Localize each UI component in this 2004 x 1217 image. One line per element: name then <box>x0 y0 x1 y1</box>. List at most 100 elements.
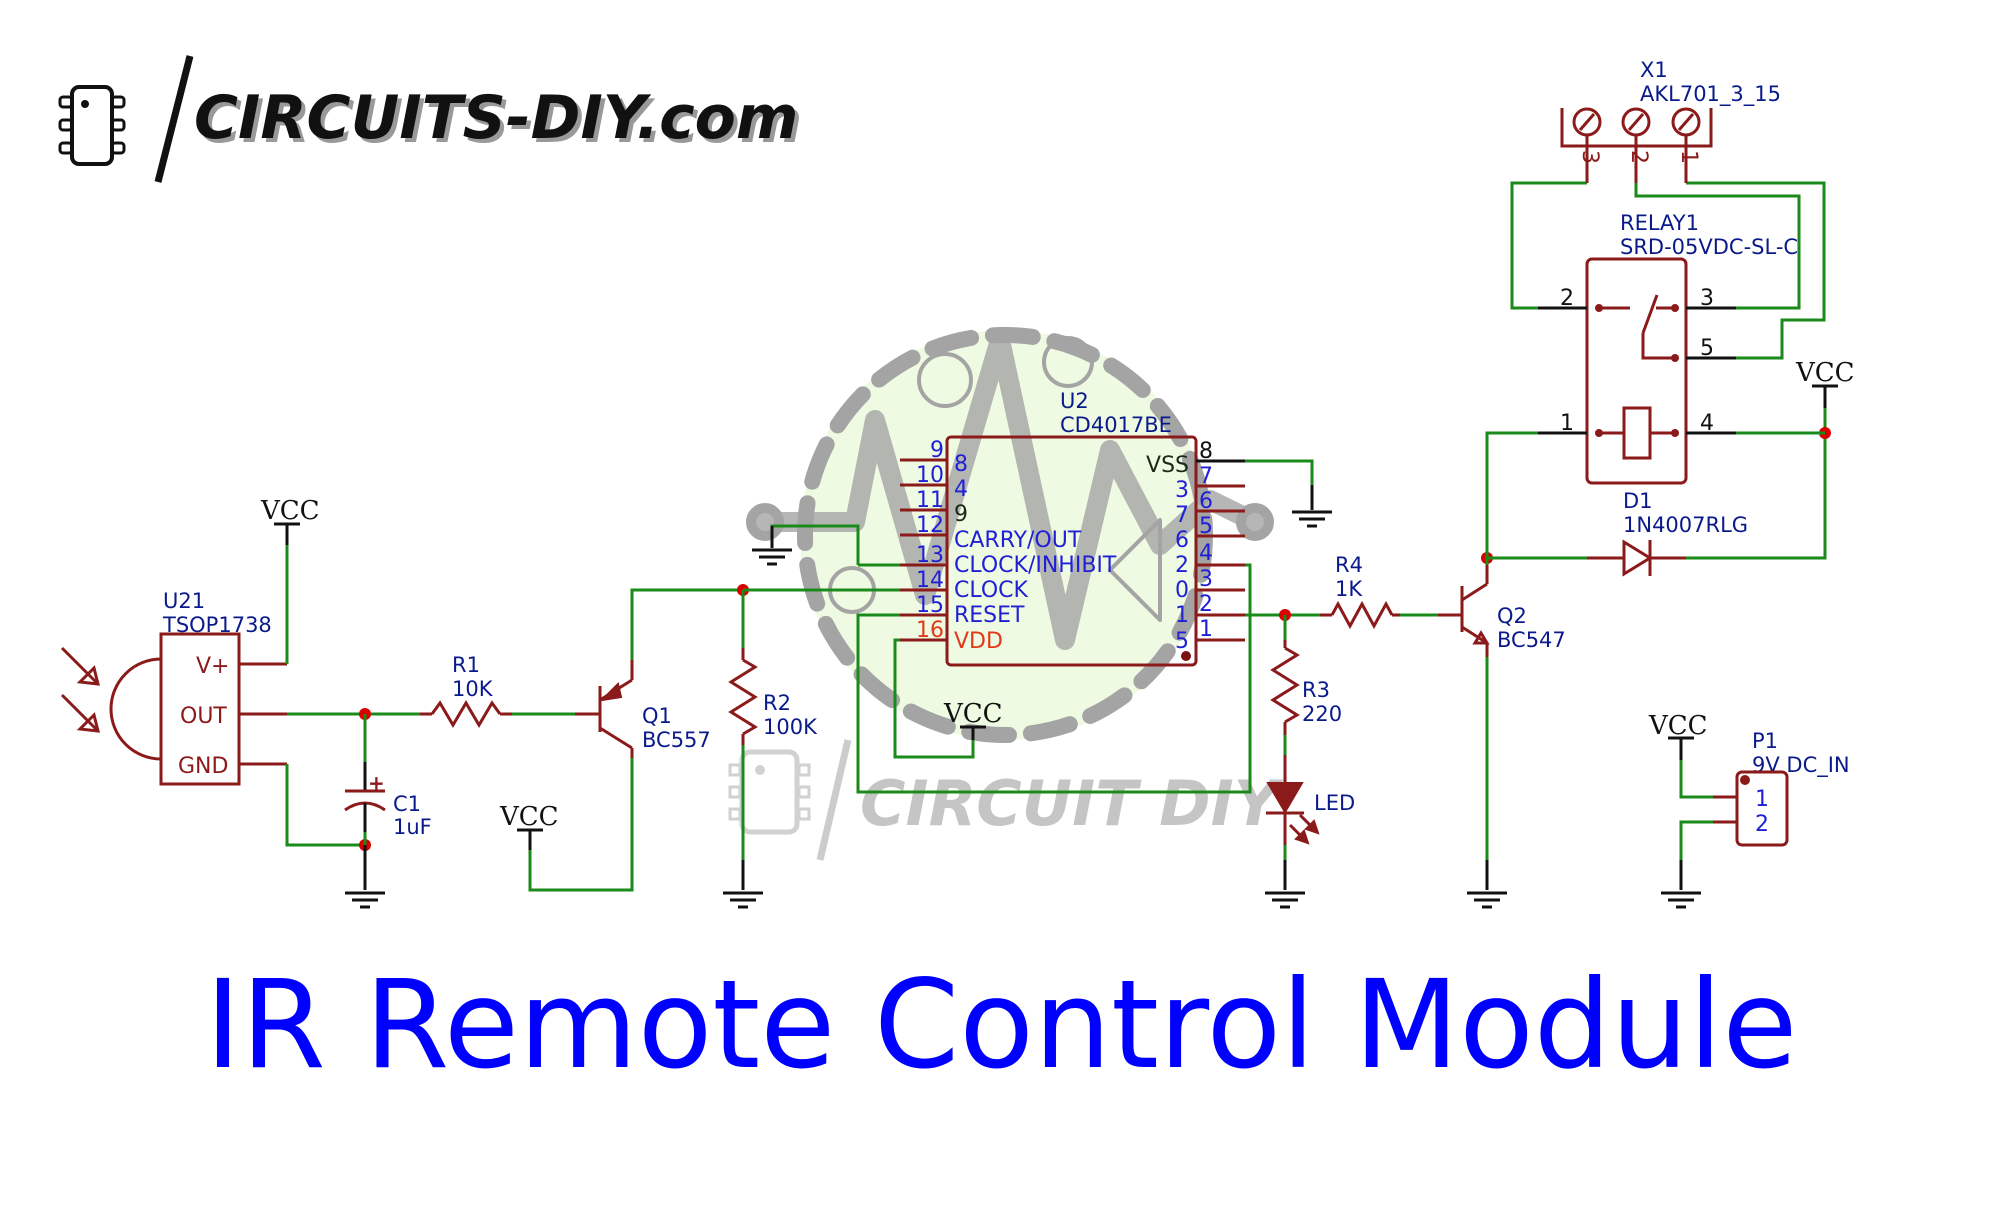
svg-text:1: 1 <box>1755 787 1769 812</box>
svg-text:VCC: VCC <box>1648 711 1708 741</box>
svg-text:P1: P1 <box>1752 729 1778 753</box>
u2-right-pins: 8 7 6 5 4 3 2 1 VSS 3 7 6 2 0 1 5 <box>1146 439 1245 654</box>
logo: CIRCUITS-DIY.com CIRCUITS-DIY.com <box>58 55 802 183</box>
ic-chip-icon <box>58 85 126 166</box>
r4-resistor: R4 1K <box>1320 553 1400 630</box>
svg-text:BC547: BC547 <box>1497 628 1566 652</box>
ground-icon <box>1661 891 1701 909</box>
ir-dome-icon <box>109 657 162 761</box>
relay-coil-icon <box>1595 406 1679 460</box>
svg-text:1: 1 <box>1199 617 1213 642</box>
x1-value: AKL701_3_15 <box>1640 82 1781 107</box>
svg-text:CLOCK/INHIBIT: CLOCK/INHIBIT <box>954 553 1117 578</box>
svg-text:1: 1 <box>1175 603 1189 628</box>
svg-text:15: 15 <box>916 593 944 618</box>
svg-text:10K: 10K <box>452 677 494 701</box>
svg-text:16: 16 <box>916 618 944 643</box>
svg-text:VSS: VSS <box>1146 453 1189 478</box>
x1-ref: X1 <box>1640 58 1668 82</box>
svg-text:1: 1 <box>1676 150 1701 164</box>
svg-text:9: 9 <box>930 438 944 463</box>
svg-text:2: 2 <box>1626 150 1651 164</box>
vcc-symbol: VCC <box>943 699 1003 740</box>
screw-terminal-icon <box>1572 107 1701 137</box>
svg-text:100K: 100K <box>763 715 818 739</box>
svg-text:VCC: VCC <box>499 802 559 832</box>
svg-text:8: 8 <box>1199 439 1213 464</box>
svg-text:9V DC_IN: 9V DC_IN <box>1752 753 1850 778</box>
svg-text:12: 12 <box>916 513 944 538</box>
svg-text:1uF: 1uF <box>393 815 432 839</box>
svg-text:RESET: RESET <box>954 603 1025 628</box>
ground-icon <box>752 548 792 566</box>
r3-resistor: R3 220 <box>1270 615 1342 735</box>
svg-text:1K: 1K <box>1335 577 1363 601</box>
vcc-symbol: VCC <box>499 802 559 850</box>
svg-text:2: 2 <box>1755 812 1769 837</box>
svg-text:4: 4 <box>1700 411 1714 436</box>
svg-text:CLOCK: CLOCK <box>954 578 1029 603</box>
u21-pin-vplus: V+ <box>196 654 229 679</box>
ir-light-arrows-icon <box>60 646 100 733</box>
svg-text:2: 2 <box>1560 286 1574 311</box>
svg-text:CARRY/OUT: CARRY/OUT <box>954 528 1082 553</box>
svg-text:3: 3 <box>1700 286 1714 311</box>
u2-decade-counter: U2 CD4017BE 9 10 11 12 13 14 15 16 8 4 9… <box>900 389 1245 667</box>
svg-text:4: 4 <box>1199 541 1213 566</box>
page-title: IR Remote Control Module <box>205 954 1797 1096</box>
svg-text:R1: R1 <box>452 653 480 677</box>
svg-text:2: 2 <box>1199 592 1213 617</box>
svg-text:VCC: VCC <box>943 699 1003 729</box>
u2-left-pins: 9 10 11 12 13 14 15 16 8 4 9 CARRY/OUT C… <box>900 438 1117 654</box>
c1-capacitor: + C1 1uF <box>344 714 432 845</box>
svg-text:VCC: VCC <box>260 496 320 526</box>
svg-text:LED: LED <box>1314 791 1355 815</box>
svg-text:4: 4 <box>954 477 968 502</box>
relay-switch-icon <box>1595 294 1679 362</box>
svg-text:+: + <box>368 771 385 795</box>
lamp-icon <box>1042 336 1094 388</box>
led-diode: LED <box>1266 755 1355 845</box>
vcc-symbol: VCC <box>1648 711 1708 760</box>
watermark-text: CIRCUIT DIY <box>860 767 1285 840</box>
light-emission-icon <box>1288 813 1320 845</box>
svg-text:5: 5 <box>1700 336 1714 361</box>
svg-text:D1: D1 <box>1623 489 1653 513</box>
u21-pin-gnd: GND <box>178 754 228 779</box>
svg-text:3: 3 <box>1175 478 1189 503</box>
svg-text:3: 3 <box>1577 150 1602 164</box>
svg-text:5: 5 <box>1199 514 1213 539</box>
u21-ref: U21 <box>163 589 205 613</box>
logo-text-shadow: CIRCUITS-DIY.com <box>198 87 802 157</box>
q2-transistor-npn: Q2 BC547 <box>1438 565 1566 657</box>
relay-ref: RELAY1 <box>1620 211 1699 235</box>
svg-text:R2: R2 <box>763 691 791 715</box>
svg-text:1N4007RLG: 1N4007RLG <box>1623 513 1748 537</box>
relay-value: SRD-05VDC-SL-C <box>1620 235 1798 259</box>
svg-text:0: 0 <box>1175 578 1189 603</box>
svg-text:7: 7 <box>1199 464 1213 489</box>
transistor-icon <box>917 352 973 408</box>
u2-value: CD4017BE <box>1060 413 1172 437</box>
ground-icon <box>345 891 385 909</box>
r2-resistor: R2 100K <box>728 590 818 745</box>
svg-text:R3: R3 <box>1302 678 1330 702</box>
ground-icon <box>1292 510 1332 528</box>
r1-resistor: R1 10K <box>420 653 512 728</box>
svg-text:8: 8 <box>954 452 968 477</box>
waveform-icon <box>750 330 1265 650</box>
q1-transistor-pnp: Q1 BC557 <box>575 660 711 758</box>
svg-text:VCC: VCC <box>1795 358 1855 388</box>
svg-text:BC557: BC557 <box>642 728 711 752</box>
opamp-icon <box>1108 518 1162 622</box>
svg-text:6: 6 <box>1175 528 1189 553</box>
svg-text:5: 5 <box>1175 629 1189 654</box>
p1-dc-input-connector: P1 9V DC_IN 1 2 <box>1713 729 1850 847</box>
svg-text:7: 7 <box>1175 503 1189 528</box>
svg-text:Q2: Q2 <box>1497 604 1527 628</box>
svg-text:Q1: Q1 <box>642 704 672 728</box>
logo-slash <box>154 55 194 183</box>
ground-icon <box>1467 891 1507 909</box>
vcc-symbol: VCC <box>1795 358 1855 408</box>
svg-text:VDD: VDD <box>954 629 1003 654</box>
